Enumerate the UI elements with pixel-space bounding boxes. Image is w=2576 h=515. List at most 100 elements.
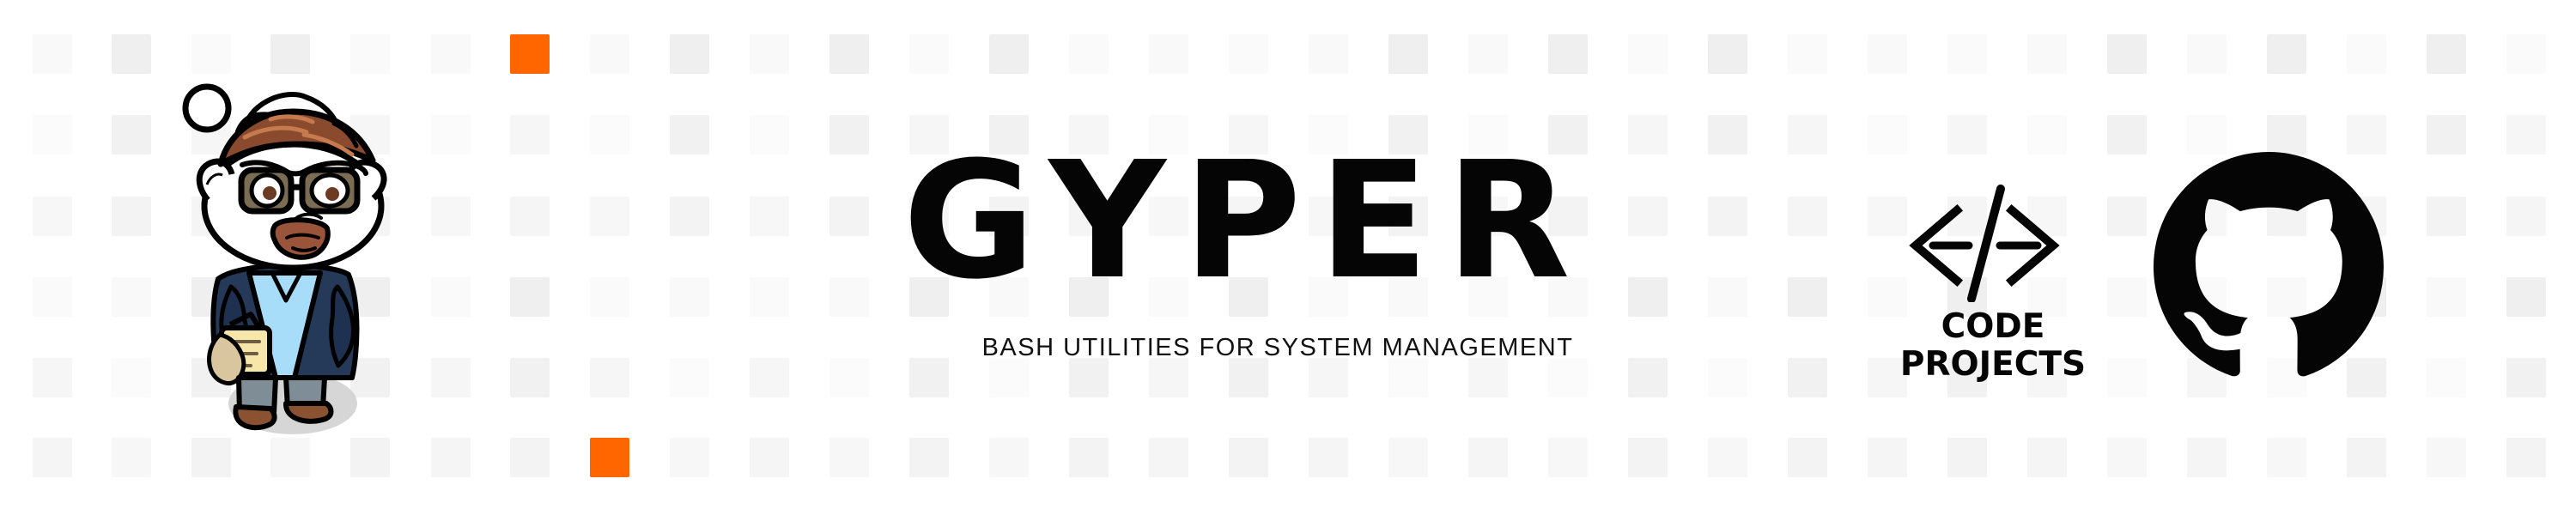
background-tile [750,197,789,236]
background-tile [829,277,869,317]
background-tile [2027,438,2067,477]
background-tile [33,277,72,317]
background-tile [431,197,471,236]
background-tile [1947,34,1987,74]
background-tile [1069,358,1109,397]
background-tile [2107,438,2147,477]
code-label-line2: PROJECTS [1899,345,2087,384]
background-tile [1868,277,1907,317]
background-tile [2107,358,2147,397]
background-tile [1548,34,1588,74]
background-tile [2427,358,2466,397]
background-tile [750,34,789,74]
background-tile [989,115,1029,154]
background-tile [1548,277,1588,317]
background-tile [2427,277,2466,317]
background-tile [1868,358,1907,397]
background-tile [1468,438,1508,477]
background-tile [1468,197,1508,236]
background-tile [1628,34,1668,74]
background-tile [2427,438,2466,477]
background-tile [670,197,709,236]
background-tile [1229,197,1268,236]
background-tile [2107,277,2147,317]
background-tile [1548,438,1588,477]
background-tile [2027,277,2067,317]
background-tile [33,197,72,236]
background-tile [1309,358,1348,397]
background-tile [1468,34,1508,74]
background-tile [112,34,151,74]
background-tile [2187,115,2227,154]
background-tile [1628,358,1668,397]
background-tile [1388,115,1428,154]
background-tile [431,277,471,317]
background-tile [33,438,72,477]
background-tile [909,358,949,397]
background-tile [1149,438,1188,477]
background-tile [2027,358,2067,397]
background-tile [829,197,869,236]
background-tile [2506,115,2546,154]
background-tile [1708,277,1747,317]
background-tile [1628,277,1668,317]
code-projects-logo: CODE PROJECTS [1893,172,2095,391]
background-tile [1708,197,1747,236]
background-tile [1229,358,1268,397]
background-tile [909,438,949,477]
background-tile [989,438,1029,477]
background-tile [1229,277,1268,317]
background-tile [2187,34,2227,74]
background-tile [112,197,151,236]
background-tile [2107,197,2147,236]
background-tile [2267,115,2306,154]
background-tile [1309,277,1348,317]
background-tile [1708,358,1747,397]
background-tile [829,358,869,397]
background-tile [2027,34,2067,74]
background-tile [270,438,310,477]
code-label-line1: CODE [1941,307,2045,346]
background-tile [510,115,550,154]
background-tile [1708,34,1747,74]
background-tile [1069,34,1109,74]
background-tile [989,197,1029,236]
background-tile [2347,438,2386,477]
background-tile [431,115,471,154]
background-tile [1947,115,1987,154]
background-tile [270,34,310,74]
background-tile [1309,34,1348,74]
background-tile [2506,34,2546,74]
background-tile [350,34,390,74]
background-tile [2427,115,2466,154]
background-tile [431,438,471,477]
background-tile [829,34,869,74]
background-tile [1388,438,1428,477]
background-tile [750,358,789,397]
background-tile [1069,197,1109,236]
background-tile [590,115,629,154]
background-tile [1069,438,1109,477]
background-tile [2107,34,2147,74]
background-tile [909,197,949,236]
background-tile [1149,197,1188,236]
accent-tile [590,438,629,477]
background-tile [670,277,709,317]
background-tile [1708,438,1747,477]
background-tile [1149,115,1188,154]
background-tile [510,277,550,317]
background-tile [1149,34,1188,74]
background-tile [989,277,1029,317]
background-tile [2506,358,2546,397]
background-tile [2427,197,2466,236]
background-tile [1868,438,1907,477]
background-tile [1149,358,1188,397]
background-tile [829,115,869,154]
background-tile [670,438,709,477]
background-tile [2347,115,2386,154]
background-tile [1069,115,1109,154]
background-tile [1309,197,1348,236]
background-tile [1468,277,1508,317]
background-tile [1947,358,1987,397]
background-tile [191,34,231,74]
